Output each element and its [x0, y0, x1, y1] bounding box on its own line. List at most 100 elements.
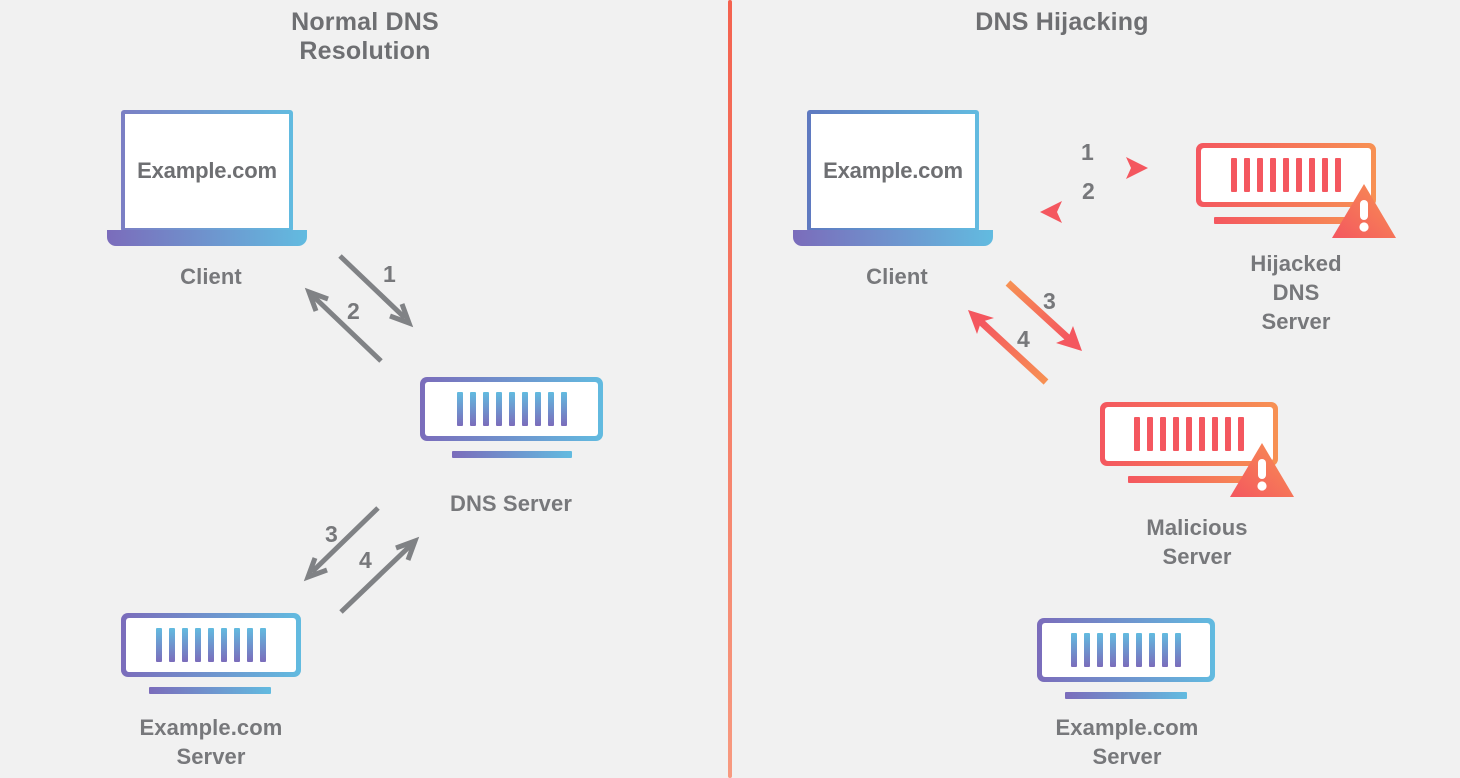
right-example-server-chassis [1037, 618, 1215, 682]
left-arrow-4 [339, 536, 420, 614]
panel-title-hijack: DNS Hijacking [932, 8, 1192, 37]
server-led-bar [1162, 633, 1168, 667]
server-led-bar [1309, 158, 1315, 192]
server-led-bar [534, 392, 541, 426]
malicious-server-label-line2: Server [1162, 544, 1232, 570]
right-example-server-label: Example.com Server [1027, 713, 1227, 771]
server-led-bar [1071, 633, 1077, 667]
right-arrow-1 [1045, 157, 1148, 179]
right-example-server-stand [1065, 692, 1187, 699]
left-example-server-label: Example.com Server [111, 713, 311, 771]
server-led-bar [1110, 633, 1116, 667]
server-led-bar [1160, 417, 1166, 451]
right-example-server-bars [1042, 623, 1210, 677]
right-arrow-4 [968, 310, 1049, 385]
server-led-bar [1186, 417, 1192, 451]
left-dns-server-label: DNS Server [411, 489, 611, 518]
right-client-label: Client [797, 262, 997, 291]
panel-title-normal: Normal DNS Resolution [235, 8, 495, 66]
server-led-bar [1257, 158, 1263, 192]
server-led-bar [547, 392, 554, 426]
left-dns-server[interactable] [420, 377, 603, 458]
hijacked-dns-server[interactable] [1196, 143, 1396, 238]
left-arrow-label-3: 3 [325, 521, 338, 547]
left-dns-server-stand [452, 451, 572, 458]
server-led-bar [456, 392, 463, 426]
left-arrow-label-4: 4 [359, 547, 372, 573]
server-led-bar [1123, 633, 1129, 667]
hijacked-dns-server-stand [1214, 217, 1364, 224]
warning-triangle-icon [1230, 443, 1294, 497]
right-arrow-label-4: 4 [1017, 326, 1030, 352]
right-arrow-label-3: 3 [1043, 288, 1056, 314]
server-led-bar [1199, 417, 1205, 451]
server-led-bar [247, 628, 253, 662]
right-client-label-text: Client [866, 264, 928, 289]
malicious-server-stand [1128, 476, 1268, 483]
hijacked-dns-server-bars [1201, 148, 1371, 202]
server-led-bar [495, 392, 502, 426]
right-client-laptop[interactable]: Example.com [793, 110, 1001, 246]
right-arrow-label-1: 1 [1081, 139, 1094, 165]
server-led-bar [521, 392, 528, 426]
malicious-server-bars [1105, 407, 1273, 461]
left-example-server-label-line2: Server [176, 744, 246, 770]
hijacked-dns-server-chassis [1196, 143, 1376, 207]
panel-title-normal-line1: Normal DNS [291, 8, 439, 36]
left-client-label-text: Client [180, 264, 242, 289]
malicious-server-chassis [1100, 402, 1278, 466]
left-client-laptop[interactable]: Example.com [107, 110, 315, 246]
right-client-laptop-base [793, 230, 993, 246]
left-example-server-bars [126, 618, 296, 672]
left-client-screen-frame: Example.com [121, 110, 293, 232]
malicious-server[interactable] [1100, 402, 1294, 497]
server-led-bar [1149, 633, 1155, 667]
left-example-server[interactable] [121, 613, 301, 694]
hijacked-dns-label-line1: Hijacked [1250, 251, 1342, 276]
server-led-bar [1134, 417, 1140, 451]
left-example-server-chassis [121, 613, 301, 677]
server-led-bar [169, 628, 175, 662]
server-led-bar [560, 392, 567, 426]
left-arrow-2 [304, 287, 383, 363]
warning-triangle-icon [1332, 184, 1396, 238]
server-led-bar [1335, 158, 1341, 192]
hijacked-dns-server-label: Hijacked DNS Server [1186, 249, 1406, 336]
hijacked-dns-label-line2: DNS [1272, 280, 1320, 306]
left-arrow-label-1: 1 [383, 261, 396, 287]
server-led-bar [1084, 633, 1090, 667]
server-led-bar [1225, 417, 1231, 451]
left-dns-server-bars [425, 382, 598, 436]
panel-divider [728, 0, 732, 778]
right-example-server-label-line2: Server [1092, 744, 1162, 770]
left-client-screen: Example.com [125, 114, 289, 228]
server-led-bar [1231, 158, 1237, 192]
server-led-bar [508, 392, 515, 426]
server-led-bar [234, 628, 240, 662]
server-led-bar [1283, 158, 1289, 192]
server-led-bar [1270, 158, 1276, 192]
right-client-screen-frame: Example.com [807, 110, 979, 232]
left-example-server-label-line1: Example.com [139, 715, 283, 740]
panel-title-normal-line2: Resolution [299, 36, 431, 65]
server-led-bar [260, 628, 266, 662]
server-led-bar [482, 392, 489, 426]
server-led-bar [1097, 633, 1103, 667]
right-client-screen-text: Example.com [823, 158, 963, 183]
left-dns-server-label-text: DNS Server [449, 491, 573, 516]
hijacked-dns-label-line3: Server [1261, 309, 1331, 335]
server-led-bar [1322, 158, 1328, 192]
right-example-server[interactable] [1037, 618, 1215, 699]
panel-title-hijack-line1: DNS Hijacking [975, 8, 1149, 36]
left-client-laptop-base [107, 230, 307, 246]
server-led-bar [156, 628, 162, 662]
server-led-bar [469, 392, 476, 426]
right-arrow-label-2: 2 [1082, 178, 1095, 204]
left-dns-server-chassis [420, 377, 603, 441]
server-led-bar [1175, 633, 1181, 667]
right-example-server-label-line1: Example.com [1055, 715, 1199, 740]
server-led-bar [1238, 417, 1244, 451]
left-arrow-label-2: 2 [347, 298, 360, 324]
server-led-bar [221, 628, 227, 662]
